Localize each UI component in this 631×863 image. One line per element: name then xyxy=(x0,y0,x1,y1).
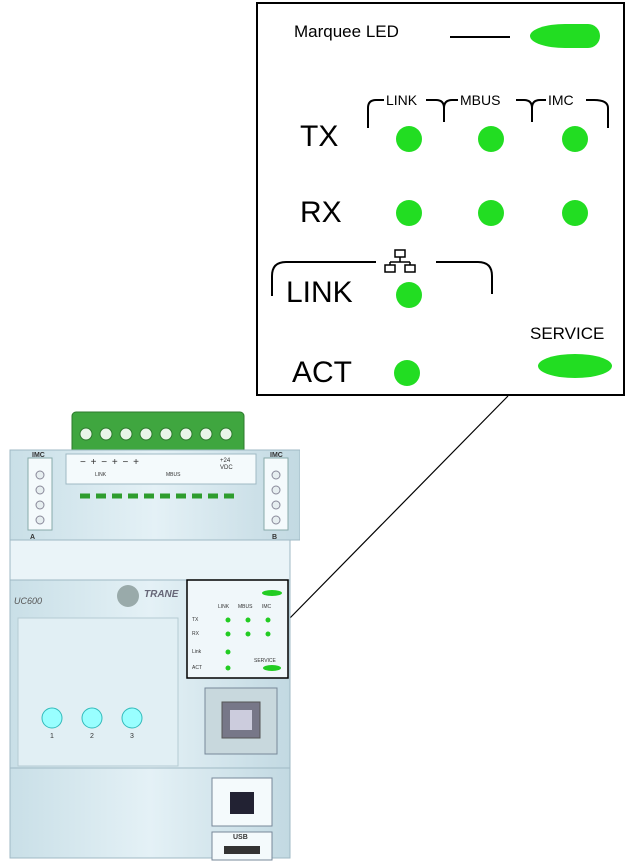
column-brackets xyxy=(367,99,609,128)
tx-link-led xyxy=(396,126,422,152)
rx-mbus-led xyxy=(478,200,504,226)
service-label: SERVICE xyxy=(530,324,605,343)
header-link: LINK xyxy=(386,92,418,108)
panel-service: SERVICE xyxy=(254,658,276,664)
uc600-device xyxy=(9,411,300,861)
brand-label: TRANE xyxy=(144,589,179,600)
rx-imc-led xyxy=(562,200,588,226)
rotary-3-label: 3 xyxy=(130,733,134,740)
rotary-2-label: 2 xyxy=(90,733,94,740)
tx-mbus-led xyxy=(478,126,504,152)
usb-label: USB xyxy=(233,834,248,841)
led-callout-box: Marquee LED LINK MBUS IMC TX RX LINK SER… xyxy=(256,2,625,396)
panel-row-rx: RX xyxy=(192,631,199,637)
panel-header-mbus: MBUS xyxy=(238,604,253,610)
a-label: A xyxy=(30,534,36,541)
imc-left-label: IMC xyxy=(32,452,45,459)
panel-header-link: LINK xyxy=(218,604,230,610)
row-act-label: ACT xyxy=(292,356,352,389)
act-led xyxy=(394,360,420,386)
imc-right-label: IMC xyxy=(270,452,283,459)
header-mbus: MBUS xyxy=(460,92,501,108)
marquee-led-label: Marquee LED xyxy=(294,22,399,41)
model-label: UC600 xyxy=(14,596,43,606)
marquee-leader-line xyxy=(450,36,510,38)
b-label: B xyxy=(272,534,278,541)
marquee-led xyxy=(530,24,600,48)
row-link-label: LINK xyxy=(286,276,353,309)
rx-link-led xyxy=(396,200,422,226)
terminal-signs: − + − + − + xyxy=(80,457,140,468)
row-rx-label: RX xyxy=(300,196,342,229)
panel-row-link: Link xyxy=(192,649,202,655)
row-tx-label: TX xyxy=(300,120,339,153)
panel-header-imc: IMC xyxy=(262,604,272,610)
vdc-label: +24 VDC xyxy=(220,458,233,471)
header-imc: IMC xyxy=(548,92,574,108)
tx-imc-led xyxy=(562,126,588,152)
mbus-terminal-label: MBUS xyxy=(166,472,181,478)
link-bracket xyxy=(271,261,493,296)
service-led xyxy=(538,354,612,378)
rotary-1-label: 1 xyxy=(50,733,54,740)
panel-row-act: ACT xyxy=(192,665,202,671)
link-led xyxy=(396,282,422,308)
network-icon xyxy=(384,249,416,273)
panel-row-tx: TX xyxy=(192,617,199,623)
link-terminal-label: LINK xyxy=(95,472,107,478)
